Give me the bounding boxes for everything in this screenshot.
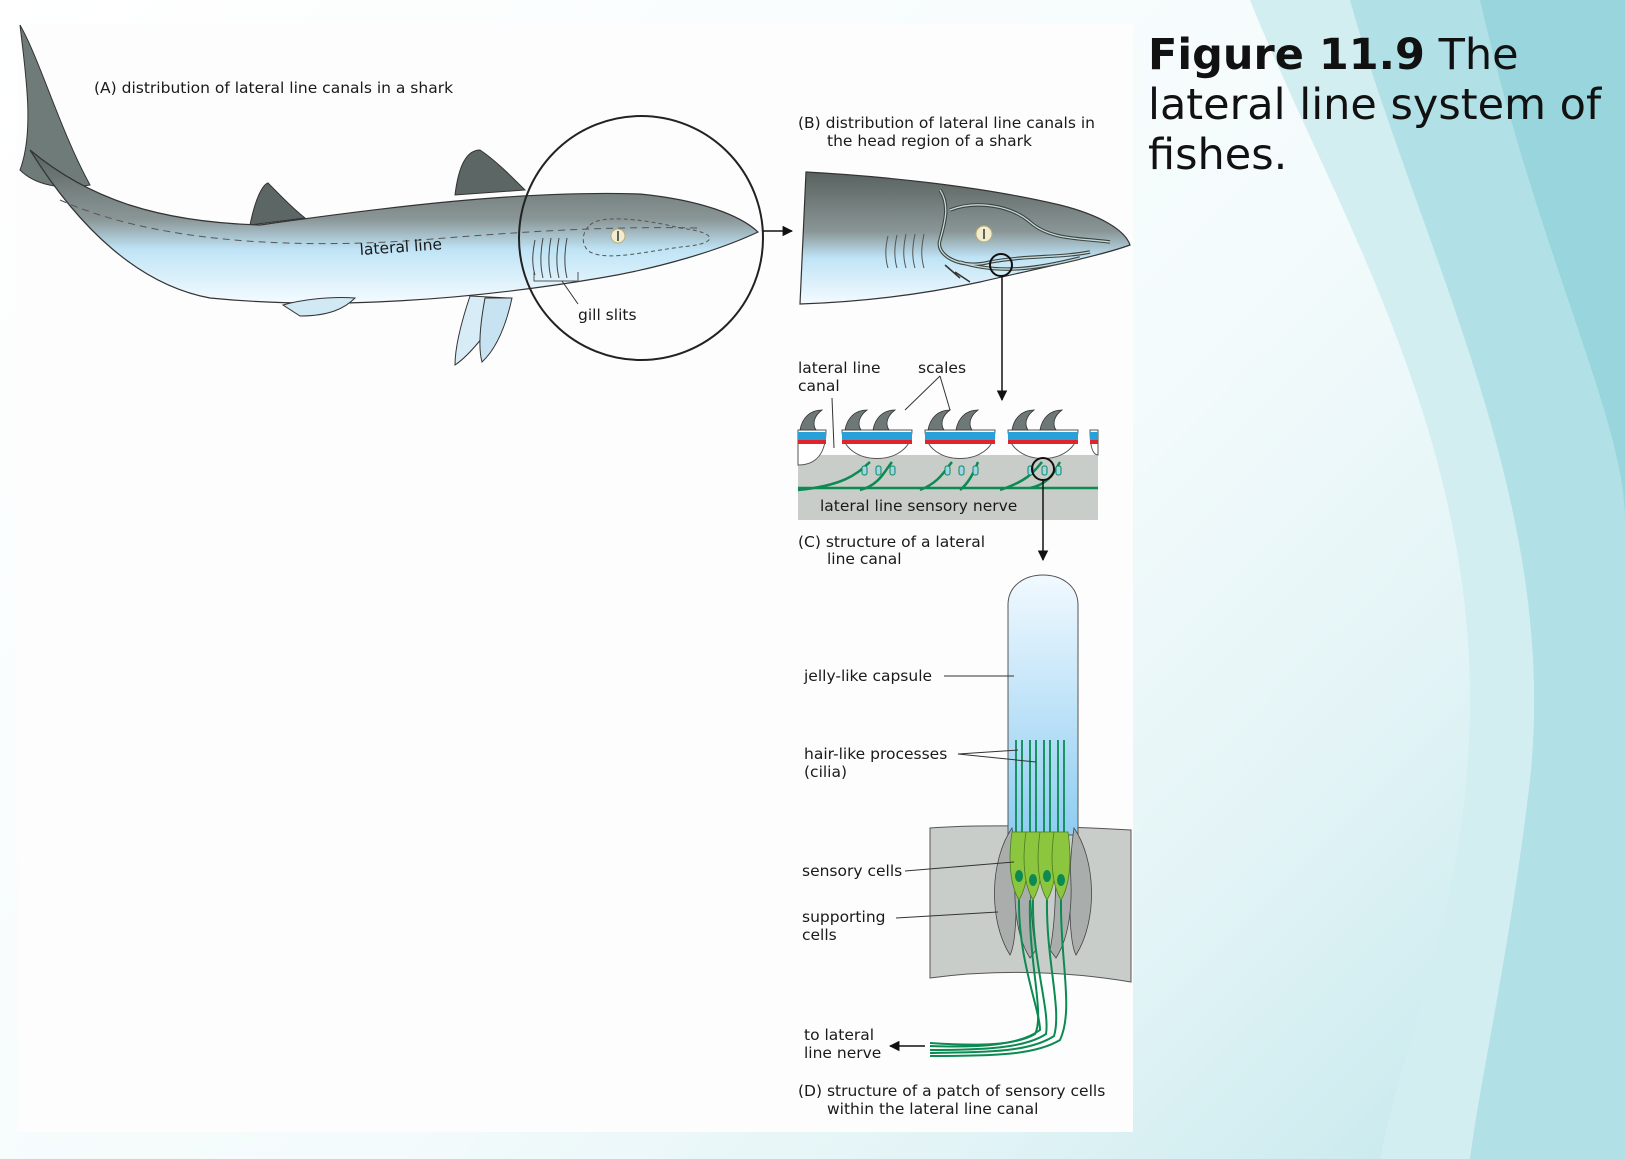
sensory-nerve-label: lateral line sensory nerve	[820, 497, 1017, 515]
neuromast	[895, 574, 1132, 1057]
figure-number: Figure 11.9	[1148, 30, 1425, 80]
cilia-label-line1: hair-like processes	[804, 745, 947, 763]
supporting-cells-label-line1: supporting	[802, 908, 885, 926]
capsule-label: jelly-like capsule	[803, 667, 932, 685]
figure-title: Figure 11.9 The lateral line system of f…	[1148, 30, 1608, 180]
nerve-label-line1: to lateral	[804, 1026, 874, 1044]
nerve-label-line2: line nerve	[804, 1044, 881, 1062]
magnifier-circle	[518, 115, 764, 361]
panel-a-title: (A) distribution of lateral line canals …	[94, 79, 453, 97]
sensory-cells-label: sensory cells	[802, 862, 902, 880]
canal-cross-section	[797, 375, 1099, 520]
panel-d-title-line1: (D) structure of a patch of sensory cell…	[798, 1082, 1105, 1100]
figure-caption: The lateral line system of fishes.	[1148, 30, 1602, 180]
panel-b-title-line2: the head region of a shark	[827, 132, 1032, 150]
lateral-line-label: lateral line	[359, 235, 443, 259]
panel-c-title-line2: line canal	[827, 550, 902, 568]
shark-head	[799, 171, 1131, 305]
cilia-label-line2: (cilia)	[804, 763, 847, 781]
panel-d-title-line2: within the lateral line canal	[827, 1100, 1038, 1118]
panel-b-title-line1: (B) distribution of lateral line canals …	[798, 114, 1095, 132]
shark-body	[19, 24, 760, 366]
canal-label-line2: canal	[798, 377, 840, 395]
scales-label: scales	[918, 359, 966, 377]
panel-c-title-line1: (C) structure of a lateral	[798, 533, 985, 551]
supporting-cells-label-line2: cells	[802, 926, 837, 944]
canal-label-line1: lateral line	[798, 359, 881, 377]
gill-slits-label: gill slits	[578, 306, 637, 324]
